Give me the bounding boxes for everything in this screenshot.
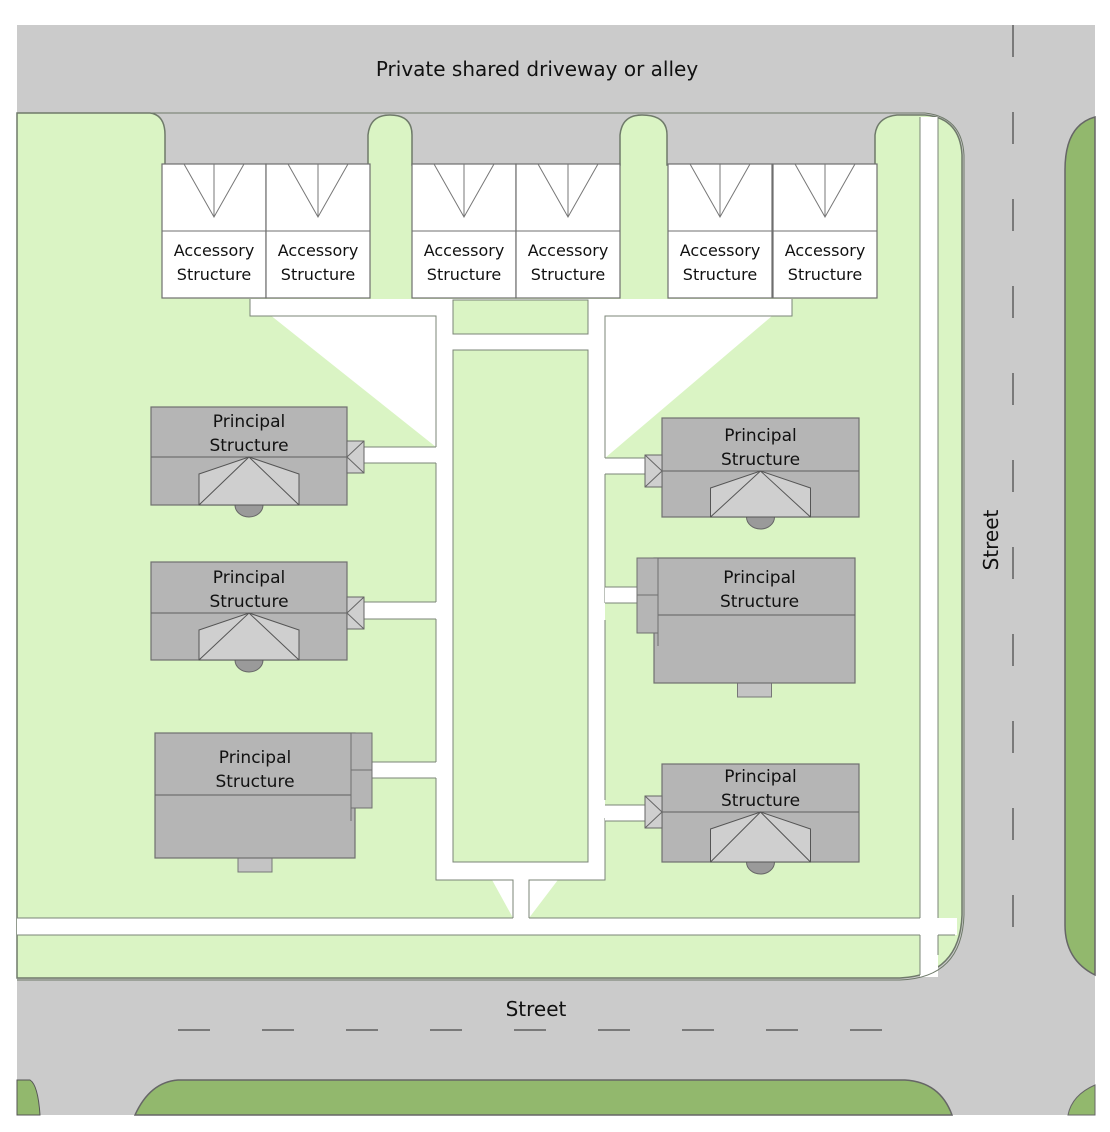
principal-label-line2: Structure — [720, 592, 799, 612]
accessory-label-line1: Accessory — [528, 241, 609, 260]
park-right — [1064, 116, 1096, 977]
bottom-street-label: Street — [506, 997, 567, 1021]
garage-door-icon — [183, 163, 245, 219]
upper-green — [452, 299, 589, 335]
side-entry-icon — [346, 596, 365, 630]
accessory-label-line1: Accessory — [424, 241, 505, 260]
accessory-label-line2: Structure — [281, 265, 355, 284]
side-entry-icon — [644, 795, 663, 829]
accessory-label-line1: Accessory — [680, 241, 761, 260]
side-entry-icon — [346, 440, 365, 474]
accessory-structures: AccessoryStructureAccessoryStructureAcce… — [161, 163, 878, 299]
alley-label: Private shared driveway or alley — [376, 57, 698, 81]
principal-label-line1: Principal — [723, 568, 795, 588]
garage-door-icon — [287, 163, 349, 219]
stoop-icon — [237, 857, 273, 873]
porch-roof-icon — [710, 470, 811, 518]
accessory-label-line2: Structure — [683, 265, 757, 284]
stoop-icon — [737, 682, 772, 698]
park-bottom — [133, 1079, 954, 1116]
porch-roof-icon — [198, 612, 300, 661]
principal-label-line2: Structure — [209, 436, 288, 456]
walkway-bottom-horizontal — [17, 918, 957, 935]
principal-label-line2: Structure — [721, 450, 800, 470]
porch-roof-icon — [710, 811, 811, 863]
porch-roof-icon — [198, 456, 300, 506]
principal-label-line1: Principal — [724, 767, 796, 787]
central-green — [452, 349, 589, 863]
park-bottom-right — [1067, 1084, 1096, 1116]
accessory-label-line2: Structure — [531, 265, 605, 284]
right-street-label: Street — [979, 509, 1003, 570]
accessory-label-line1: Accessory — [174, 241, 255, 260]
principal-label-line2: Structure — [209, 592, 288, 612]
accessory-label-line1: Accessory — [785, 241, 866, 260]
garage-door-icon — [794, 163, 856, 219]
walkways — [17, 117, 957, 977]
stoop-icon — [234, 659, 264, 673]
principal-label-line1: Principal — [213, 568, 285, 588]
principal-label-line2: Structure — [215, 772, 294, 792]
stoop-icon — [745, 516, 776, 530]
principal-label-line1: Principal — [724, 426, 796, 446]
garage-door-icon — [537, 163, 599, 219]
curb-line — [899, 112, 965, 981]
principal-label-line1: Principal — [213, 412, 285, 432]
garage-door-icon — [433, 163, 495, 219]
stoop-icon — [745, 861, 776, 875]
side-entry-icon — [644, 454, 663, 488]
walkway-right-vertical — [920, 117, 938, 977]
garage-door-icon — [689, 163, 751, 219]
stoop-icon — [234, 504, 264, 518]
principal-structures: PrincipalStructurePrincipalStructurePrin… — [150, 406, 860, 875]
principal-label-line1: Principal — [219, 748, 291, 768]
accessory-label-line2: Structure — [788, 265, 862, 284]
accessory-label-line1: Accessory — [278, 241, 359, 260]
accessory-label-line2: Structure — [427, 265, 501, 284]
park-bottom-left — [16, 1079, 41, 1116]
principal-label-line2: Structure — [721, 791, 800, 811]
accessory-label-line2: Structure — [177, 265, 251, 284]
